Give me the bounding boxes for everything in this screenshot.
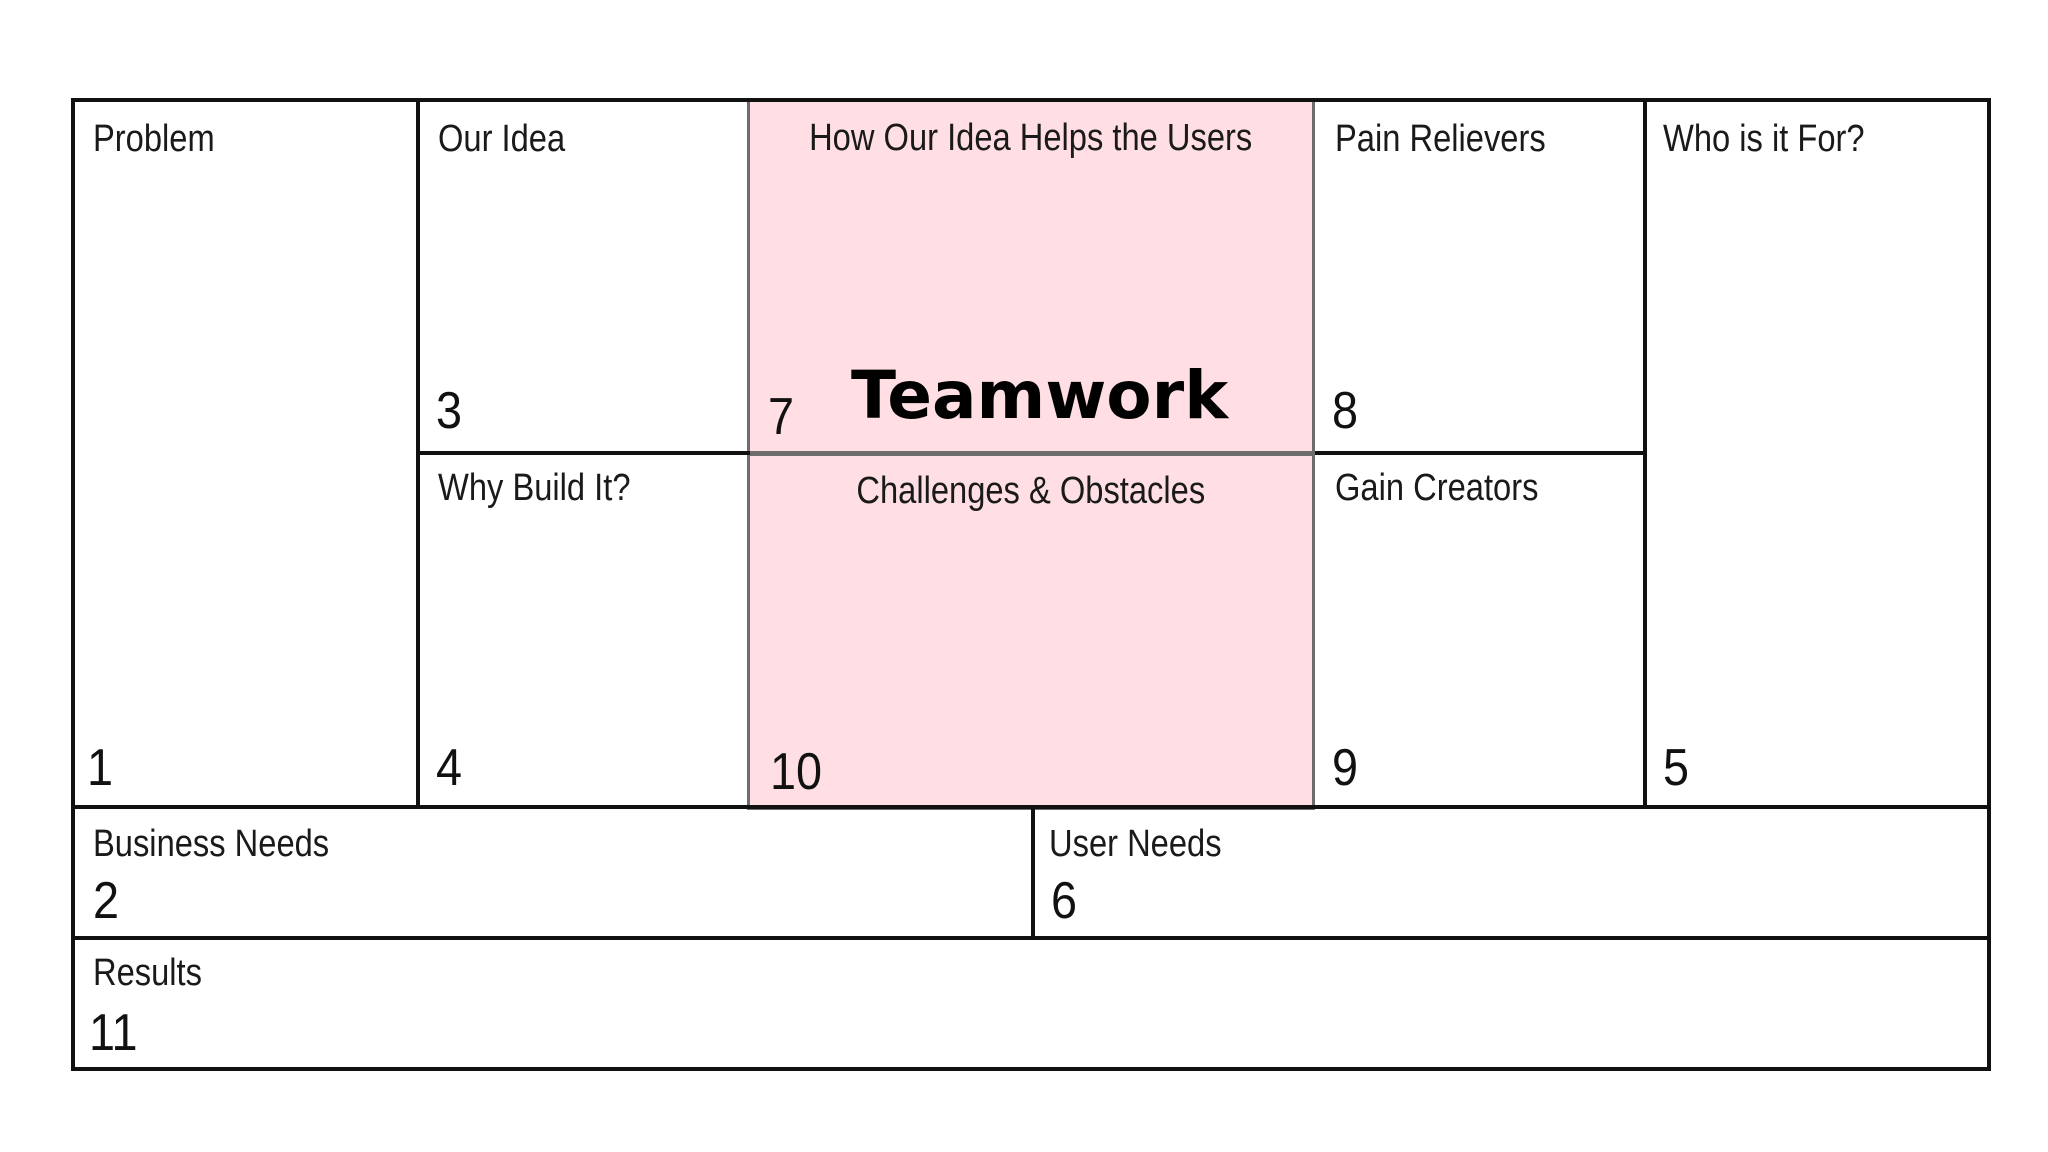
block-problem-label: Problem xyxy=(93,118,215,160)
block-problem: Problem 1 xyxy=(75,102,416,805)
divider-row-middle-left xyxy=(418,451,750,455)
block-gain-creators-number: 9 xyxy=(1332,739,1359,797)
block-our-idea: Our Idea 3 xyxy=(420,102,747,451)
block-pain-relievers-number: 8 xyxy=(1332,382,1359,440)
block-pain-relievers-label: Pain Relievers xyxy=(1335,118,1546,160)
block-results-number: 11 xyxy=(89,1004,138,1062)
block-our-idea-label: Our Idea xyxy=(438,118,566,160)
block-user-needs-number: 6 xyxy=(1051,872,1078,930)
block-how-idea-helps-number: 7 xyxy=(768,388,795,446)
block-user-needs-label: User Needs xyxy=(1049,823,1222,865)
block-results-label: Results xyxy=(93,952,202,994)
block-how-idea-helps: How Our Idea Helps the Users 7 Teamwork xyxy=(747,98,1315,456)
block-business-needs: Business Needs 2 xyxy=(75,809,1031,936)
block-our-idea-number: 3 xyxy=(436,382,463,440)
block-challenges-label: Challenges & Obstacles xyxy=(856,470,1206,512)
block-business-needs-label: Business Needs xyxy=(93,823,330,865)
block-pain-relievers: Pain Relievers 8 xyxy=(1318,102,1643,451)
block-who-is-it-for-label: Who is it For? xyxy=(1663,118,1865,160)
block-who-is-it-for: Who is it For? 5 xyxy=(1647,102,1987,805)
block-user-needs: User Needs 6 xyxy=(1035,809,1987,936)
divider-row-mid-pink xyxy=(750,451,1315,454)
block-why-build-it-label: Why Build It? xyxy=(438,467,631,509)
block-challenges-number: 10 xyxy=(770,743,823,801)
block-why-build-it-number: 4 xyxy=(436,739,463,797)
block-how-idea-helps-label: How Our Idea Helps the Users xyxy=(809,117,1253,159)
block-results: Results 11 xyxy=(75,940,1987,1067)
canvas-outer-border xyxy=(71,98,1991,1071)
divider-col-needs xyxy=(1031,807,1035,938)
teamwork-annotation: Teamwork xyxy=(851,357,1229,434)
block-why-build-it: Why Build It? 4 xyxy=(420,455,747,805)
block-challenges: Challenges & Obstacles 10 xyxy=(747,453,1315,810)
divider-col-1 xyxy=(416,98,420,808)
block-who-is-it-for-number: 5 xyxy=(1663,739,1690,797)
divider-row-middle-right xyxy=(1315,451,1645,455)
divider-row-needs xyxy=(71,936,1991,940)
divider-col-4 xyxy=(1643,98,1647,808)
block-business-needs-number: 2 xyxy=(93,872,120,930)
block-problem-number: 1 xyxy=(87,739,114,797)
block-gain-creators-label: Gain Creators xyxy=(1335,467,1539,509)
block-gain-creators: Gain Creators 9 xyxy=(1318,455,1643,805)
